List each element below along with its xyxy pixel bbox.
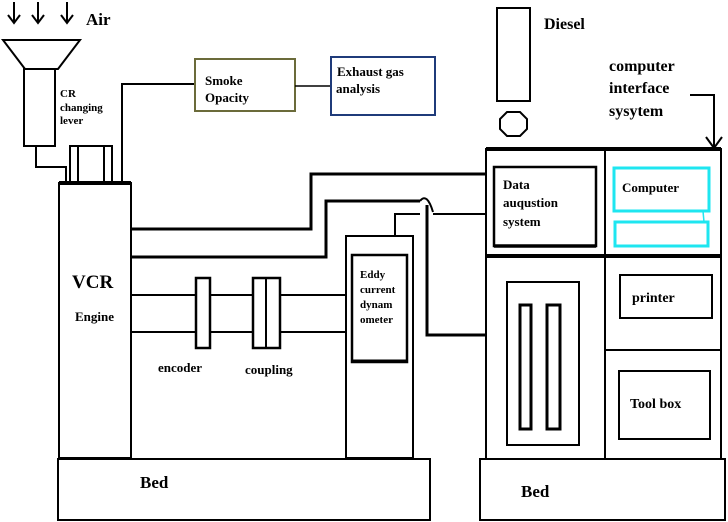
toolbox-box (618, 370, 711, 440)
printer-label: printer (632, 291, 675, 306)
fuel-filter (499, 111, 528, 137)
load-bank-plate (545, 303, 562, 431)
exhaust-pipe (121, 83, 194, 183)
data-acquisition-system-box (492, 165, 598, 248)
computer-label: Computer (622, 180, 679, 195)
diesel-tank (496, 7, 531, 102)
exhaust-gas-analysis-box (330, 56, 436, 116)
left-bed-label: Bed (140, 473, 169, 492)
interface-pointer-line (690, 94, 715, 147)
engine-label: Engine (75, 309, 114, 324)
computer-interface-label: computer interface sysytem (609, 58, 678, 120)
computer-monitor (612, 166, 711, 213)
load-bank-plate (518, 303, 533, 431)
smoke-opacity-label: Smoke Opacity (205, 73, 250, 105)
printer-box (619, 274, 713, 319)
engine-signal-cable-1 (131, 172, 495, 231)
exhaust-gas-label: Exhaust gas analysis (336, 64, 407, 96)
right-bed-label: Bed (521, 482, 550, 501)
arrow-down-icon (60, 2, 74, 25)
engine-signal-cable-2 (131, 199, 420, 259)
cylinder-head (69, 145, 113, 184)
encoder (194, 276, 212, 350)
cable-crossover (419, 197, 434, 213)
arrow-down-icon (31, 2, 45, 25)
load-bank-frame (506, 281, 580, 446)
coupling-label: coupling (245, 362, 293, 377)
vcr-label: VCR (72, 272, 113, 293)
smoke-opacity-box (194, 58, 296, 112)
dyno-signal-cable (394, 213, 420, 236)
cr-lever-cylinder (23, 68, 56, 147)
air-label: Air (86, 10, 111, 29)
left-bed (57, 458, 431, 521)
eddy-dynamometer-label: Eddy current dynam ometer (360, 269, 398, 326)
air-intake-funnel (0, 39, 83, 70)
intake-pipe (35, 146, 67, 183)
air-arrows (7, 2, 74, 25)
encoder-label: encoder (158, 360, 202, 375)
data-acquisition-label: Data auqustion system (503, 177, 561, 229)
diesel-label: Diesel (544, 16, 585, 33)
right-bed (479, 458, 726, 521)
computer-keyboard (613, 220, 710, 248)
toolbox-label: Tool box (630, 397, 681, 412)
cr-lever-label: CR changing lever (60, 88, 106, 127)
vcr-engine-block (58, 182, 132, 459)
arrow-down-icon (7, 2, 21, 25)
